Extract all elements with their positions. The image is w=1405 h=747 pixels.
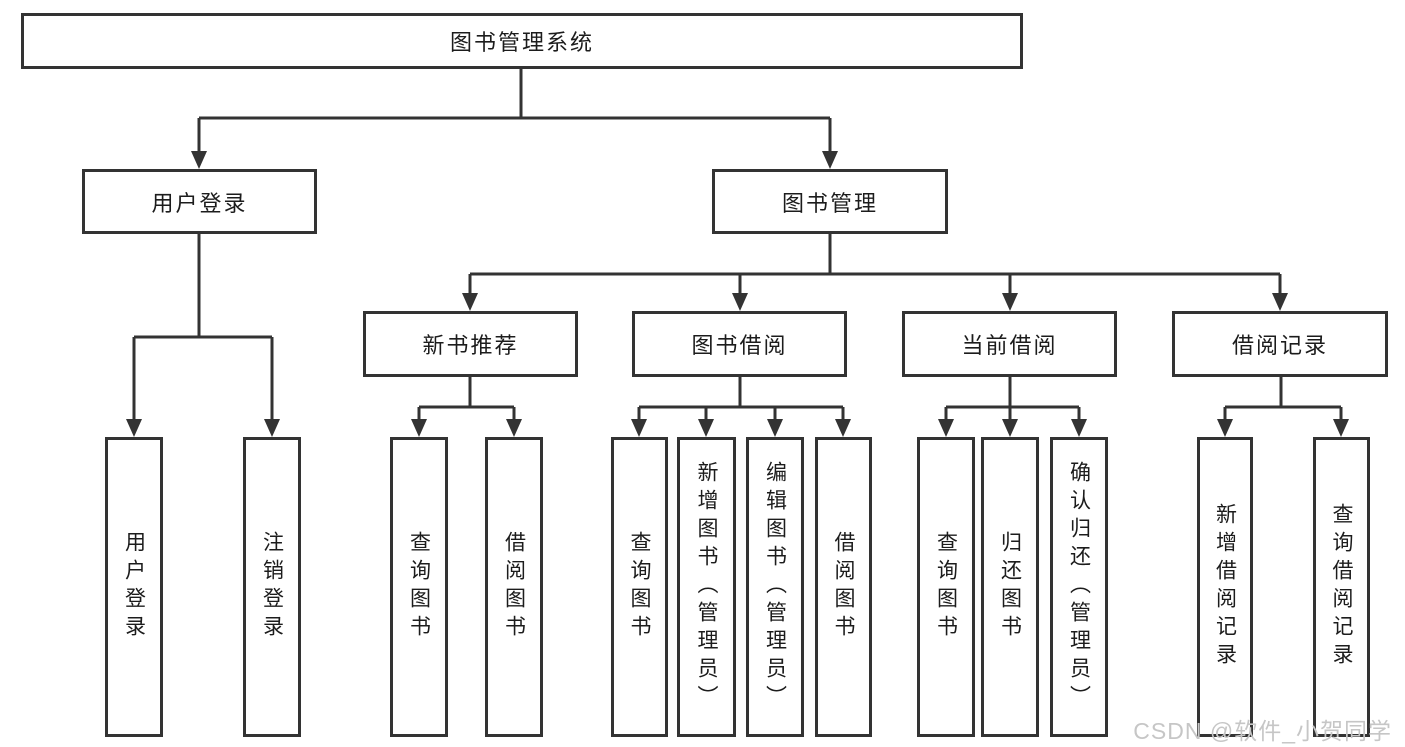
connector-segment — [417, 377, 516, 422]
connector-segment — [637, 377, 845, 422]
connector-borrow-records — [1217, 377, 1349, 437]
watermark-text: CSDN @软件_小贺同学 — [1133, 718, 1392, 744]
connector-segment — [468, 234, 1282, 296]
leaf-query-books-2: 查询图书 — [611, 437, 668, 737]
connector-segment — [944, 377, 1081, 422]
leaf-confirm-return-admin: 确认归还（管理员） — [1050, 437, 1108, 737]
arrowhead-icon — [938, 419, 1087, 437]
leaf-add-borrow-record: 新增借阅记录 — [1197, 437, 1253, 737]
leaf-query-books-1-label: 查询图书 — [407, 531, 431, 643]
node-book-borrow: 图书借阅 — [632, 311, 847, 377]
leaf-return-books: 归还图书 — [981, 437, 1039, 737]
leaf-query-borrow-record-label: 查询借阅记录 — [1330, 503, 1353, 671]
leaf-add-books-admin-label: 新增图书（管理员） — [695, 461, 718, 713]
leaf-borrow-books-2: 借阅图书 — [815, 437, 872, 737]
leaf-borrow-books-2-label: 借阅图书 — [832, 531, 855, 643]
connector-user-login — [126, 234, 280, 437]
leaf-borrow-books-1: 借阅图书 — [485, 437, 543, 737]
leaf-logout: 注销登录 — [243, 437, 301, 737]
leaf-return-books-label: 归还图书 — [998, 531, 1022, 643]
leaf-edit-books-admin-label: 编辑图书（管理员） — [763, 461, 787, 713]
leaf-query-books-3-label: 查询图书 — [934, 531, 958, 643]
node-user-login: 用户登录 — [82, 169, 317, 234]
arrowhead-icon — [411, 419, 522, 437]
node-book-management-label: 图书管理 — [781, 190, 878, 216]
leaf-query-books-3: 查询图书 — [917, 437, 975, 737]
node-new-book-recommend: 新书推荐 — [363, 311, 578, 377]
leaf-add-books-admin: 新增图书（管理员） — [677, 437, 736, 737]
node-new-book-recommend-label: 新书推荐 — [422, 333, 519, 358]
node-book-borrow-label: 图书借阅 — [691, 333, 788, 358]
leaf-query-borrow-record: 查询借阅记录 — [1313, 437, 1370, 737]
node-user-login-label: 用户登录 — [151, 190, 248, 216]
arrowhead-icon — [126, 419, 280, 437]
connector-segment — [1223, 377, 1343, 422]
leaf-edit-books-admin: 编辑图书（管理员） — [746, 437, 804, 737]
connector-book-management — [462, 234, 1288, 311]
leaf-query-books-2-label: 查询图书 — [628, 531, 651, 643]
leaf-logout-label: 注销登录 — [260, 531, 284, 643]
node-borrow-records-label: 借阅记录 — [1231, 333, 1328, 358]
connector-current-borrow — [938, 377, 1087, 437]
node-current-borrow-label: 当前借阅 — [961, 333, 1058, 358]
connector-new-book-recommend — [411, 377, 522, 437]
leaf-user-login: 用户登录 — [105, 437, 163, 737]
leaf-confirm-return-admin-label: 确认归还（管理员） — [1067, 461, 1091, 713]
node-borrow-records: 借阅记录 — [1172, 311, 1388, 377]
node-root: 图书管理系统 — [21, 13, 1023, 69]
leaf-add-borrow-record-label: 新增借阅记录 — [1213, 503, 1237, 671]
connector-segment — [197, 69, 832, 152]
node-current-borrow: 当前借阅 — [902, 311, 1117, 377]
arrowhead-icon — [631, 419, 851, 437]
arrowhead-icon — [462, 293, 1288, 311]
leaf-user-login-label: 用户登录 — [122, 531, 146, 643]
leaf-query-books-1: 查询图书 — [390, 437, 448, 737]
connector-root — [191, 69, 838, 169]
arrowhead-icon — [191, 151, 838, 169]
leaf-borrow-books-1-label: 借阅图书 — [502, 531, 526, 643]
connector-segment — [132, 234, 274, 422]
arrowhead-icon — [1217, 419, 1349, 437]
node-root-label: 图书管理系统 — [449, 30, 594, 55]
connector-book-borrow — [631, 377, 851, 437]
node-book-management: 图书管理 — [712, 169, 948, 234]
